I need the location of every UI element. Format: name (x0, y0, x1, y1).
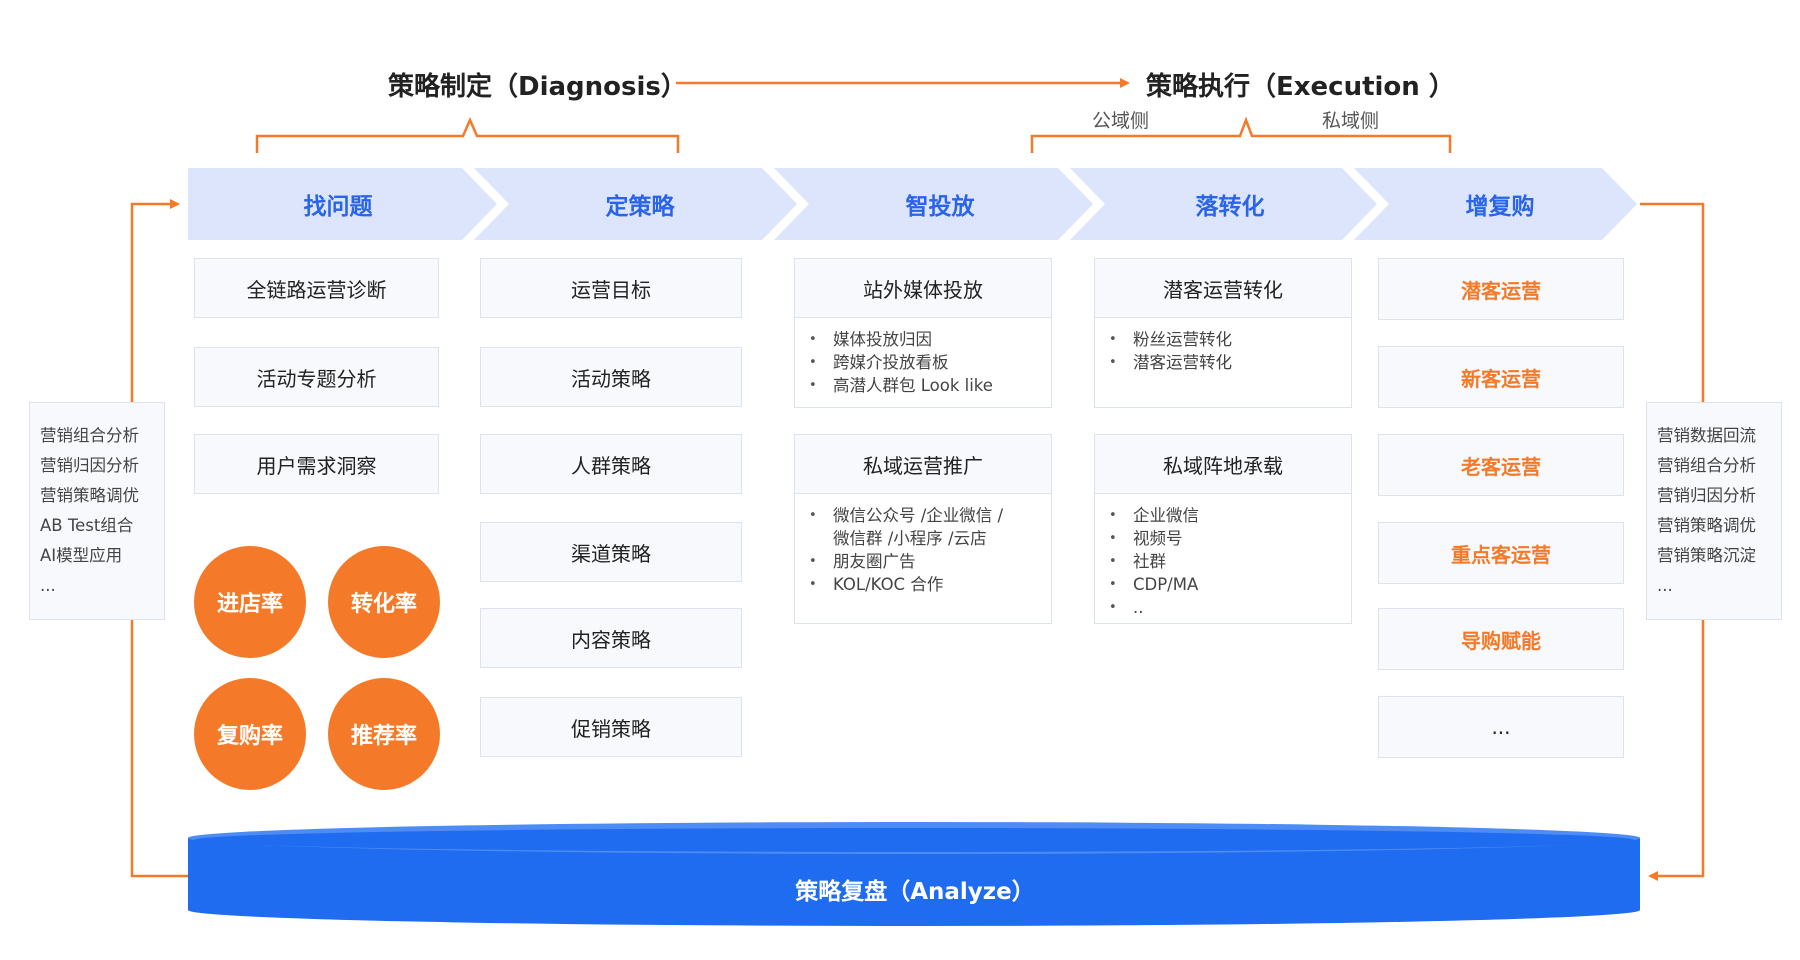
list-item: ... (40, 576, 56, 595)
list-item: .. (1095, 596, 1351, 619)
list-item: 营销组合分析 (40, 426, 139, 445)
panel-list: 媒体投放归因 跨媒介投放看板 高潜人群包 Look like (795, 318, 1051, 397)
metric-repurchase-rate: 复购率 (194, 678, 306, 790)
list-item: 微信公众号 /企业微信 / (795, 504, 1051, 527)
right-analysis-box: 营销数据回流 营销组合分析 营销归因分析 营销策略调优 营销策略沉淀 ... (1646, 402, 1782, 620)
panel-private-carrier: 私域阵地承载 企业微信 视频号 社群 CDP/MA .. (1094, 434, 1352, 624)
panel-list: 企业微信 视频号 社群 CDP/MA .. (1095, 494, 1351, 619)
diagnosis-title: 策略制定（Diagnosis） (388, 72, 687, 102)
list-item: 微信群 /小程序 /云店 (833, 529, 987, 548)
metric-recommend-rate: 推荐率 (328, 678, 440, 790)
stage-conversion: 落转化 (1195, 194, 1265, 220)
card-channel-strategy: 渠道策略 (480, 522, 742, 582)
list-item: 营销归因分析 (40, 456, 139, 475)
card-audience-strategy: 人群策略 (480, 434, 742, 494)
list-item: 媒体投放归因 (795, 328, 1051, 351)
panel-title: 潜客运营转化 (1095, 259, 1351, 318)
panel-title: 私域阵地承载 (1095, 435, 1351, 494)
chevron-define-strategy (474, 168, 797, 240)
card-promotion-strategy: 促销策略 (480, 697, 742, 757)
list-item: 营销策略调优 (1657, 516, 1756, 535)
list-item: 社群 (1095, 550, 1351, 573)
list-item: 潜客运营转化 (1095, 351, 1351, 374)
analyze-database-rim (194, 828, 1634, 852)
list-item: 企业微信 (1095, 504, 1351, 527)
stage-define-strategy: 定策略 (605, 194, 675, 220)
list-item: ... (1657, 576, 1673, 595)
analyze-database (188, 838, 1640, 926)
list-item: AI模型应用 (40, 546, 123, 565)
analyze-label: 策略复盘（Analyze） (795, 879, 1035, 905)
card-campaign-analysis: 活动专题分析 (194, 347, 439, 407)
panel-title: 站外媒体投放 (795, 259, 1051, 318)
panel-title: 私域运营推广 (795, 435, 1051, 494)
list-item: AB Test组合 (40, 516, 134, 535)
panel-prospect-conversion: 潜客运营转化 粉丝运营转化 潜客运营转化 (1094, 258, 1352, 408)
card-operation-goal: 运营目标 (480, 258, 742, 318)
card-campaign-strategy: 活动策略 (480, 347, 742, 407)
metric-conversion-rate: 转化率 (328, 546, 440, 658)
card-content-strategy: 内容策略 (480, 608, 742, 668)
card-key-customer-operation: 重点客运营 (1378, 522, 1624, 584)
chevron-repurchase (1354, 168, 1637, 240)
list-item: 营销策略沉淀 (1657, 546, 1756, 565)
list-item: 营销策略调优 (40, 486, 139, 505)
card-prospect-operation: 潜客运营 (1378, 258, 1624, 320)
list-item: 高潜人群包 Look like (795, 374, 1051, 397)
card-user-insight: 用户需求洞察 (194, 434, 439, 494)
metric-store-entry-rate: 进店率 (194, 546, 306, 658)
stage-repurchase: 增复购 (1465, 194, 1535, 220)
card-more: ... (1378, 696, 1624, 758)
card-old-customer-operation: 老客运营 (1378, 434, 1624, 496)
left-analysis-box: 营销组合分析 营销归因分析 营销策略调优 AB Test组合 AI模型应用 ..… (29, 402, 165, 620)
list-item: KOL/KOC 合作 (795, 573, 1051, 596)
diagnosis-brace (255, 116, 680, 153)
list-item: 营销归因分析 (1657, 486, 1756, 505)
list-item: 营销组合分析 (1657, 456, 1756, 475)
execution-title: 策略执行（Execution ） (1146, 72, 1455, 102)
card-shopping-guide-empower: 导购赋能 (1378, 608, 1624, 670)
panel-list: 微信公众号 /企业微信 / 微信群 /小程序 /云店 朋友圈广告 KOL/KOC… (795, 494, 1051, 596)
list-item: 营销数据回流 (1657, 426, 1756, 445)
chevron-conversion (1070, 168, 1377, 240)
execution-brace (1030, 116, 1452, 153)
public-domain-label: 公域侧 (1092, 110, 1150, 132)
stage-find-problem: 找问题 (303, 194, 373, 220)
chevron-find-problem (188, 168, 497, 240)
panel-list: 粉丝运营转化 潜客运营转化 (1095, 318, 1351, 374)
list-item: CDP/MA (1095, 573, 1351, 596)
private-domain-label: 私域侧 (1322, 110, 1380, 132)
chevron-smart-delivery (774, 168, 1093, 240)
card-new-customer-operation: 新客运营 (1378, 346, 1624, 408)
stage-smart-delivery: 智投放 (905, 194, 975, 220)
list-item: 跨媒介投放看板 (795, 351, 1051, 374)
panel-offsite-media: 站外媒体投放 媒体投放归因 跨媒介投放看板 高潜人群包 Look like (794, 258, 1052, 408)
card-full-chain-diagnosis: 全链路运营诊断 (194, 258, 439, 318)
list-item: 粉丝运营转化 (1095, 328, 1351, 351)
panel-private-promotion: 私域运营推广 微信公众号 /企业微信 / 微信群 /小程序 /云店 朋友圈广告 … (794, 434, 1052, 624)
list-item: 视频号 (1095, 527, 1351, 550)
list-item: 朋友圈广告 (795, 550, 1051, 573)
